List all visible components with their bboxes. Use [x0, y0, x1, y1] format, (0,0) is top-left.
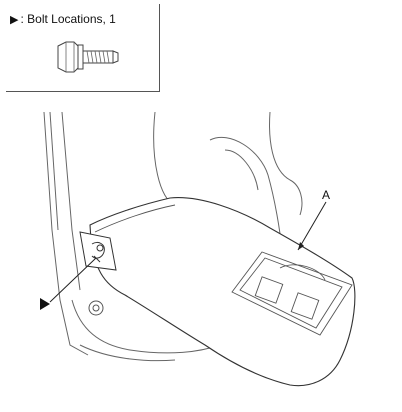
lower-bolt-hole	[88, 300, 104, 316]
legend-row: ▶: Bolt Locations, 1	[10, 12, 116, 26]
callout-a-label: A	[322, 188, 331, 202]
switch-panel	[231, 251, 353, 336]
bolt-marker-leader	[49, 257, 97, 303]
seat-cushion-outline	[209, 136, 283, 251]
seat-frame-left	[43, 111, 89, 356]
callout-a-leader	[297, 201, 327, 251]
triangle-right-icon: ▶	[10, 14, 19, 26]
mounting-bracket	[79, 231, 117, 271]
legend-box: ▶: Bolt Locations, 1	[6, 4, 160, 92]
switch-button-left	[254, 276, 284, 304]
cover-panel-a	[89, 197, 356, 387]
seat-back-outline	[153, 111, 176, 206]
legend-text: : Bolt Locations, 1	[20, 12, 116, 26]
triangle-marker-icon	[40, 298, 50, 310]
switch-button-right	[290, 292, 320, 320]
bolt-icon	[57, 41, 119, 73]
